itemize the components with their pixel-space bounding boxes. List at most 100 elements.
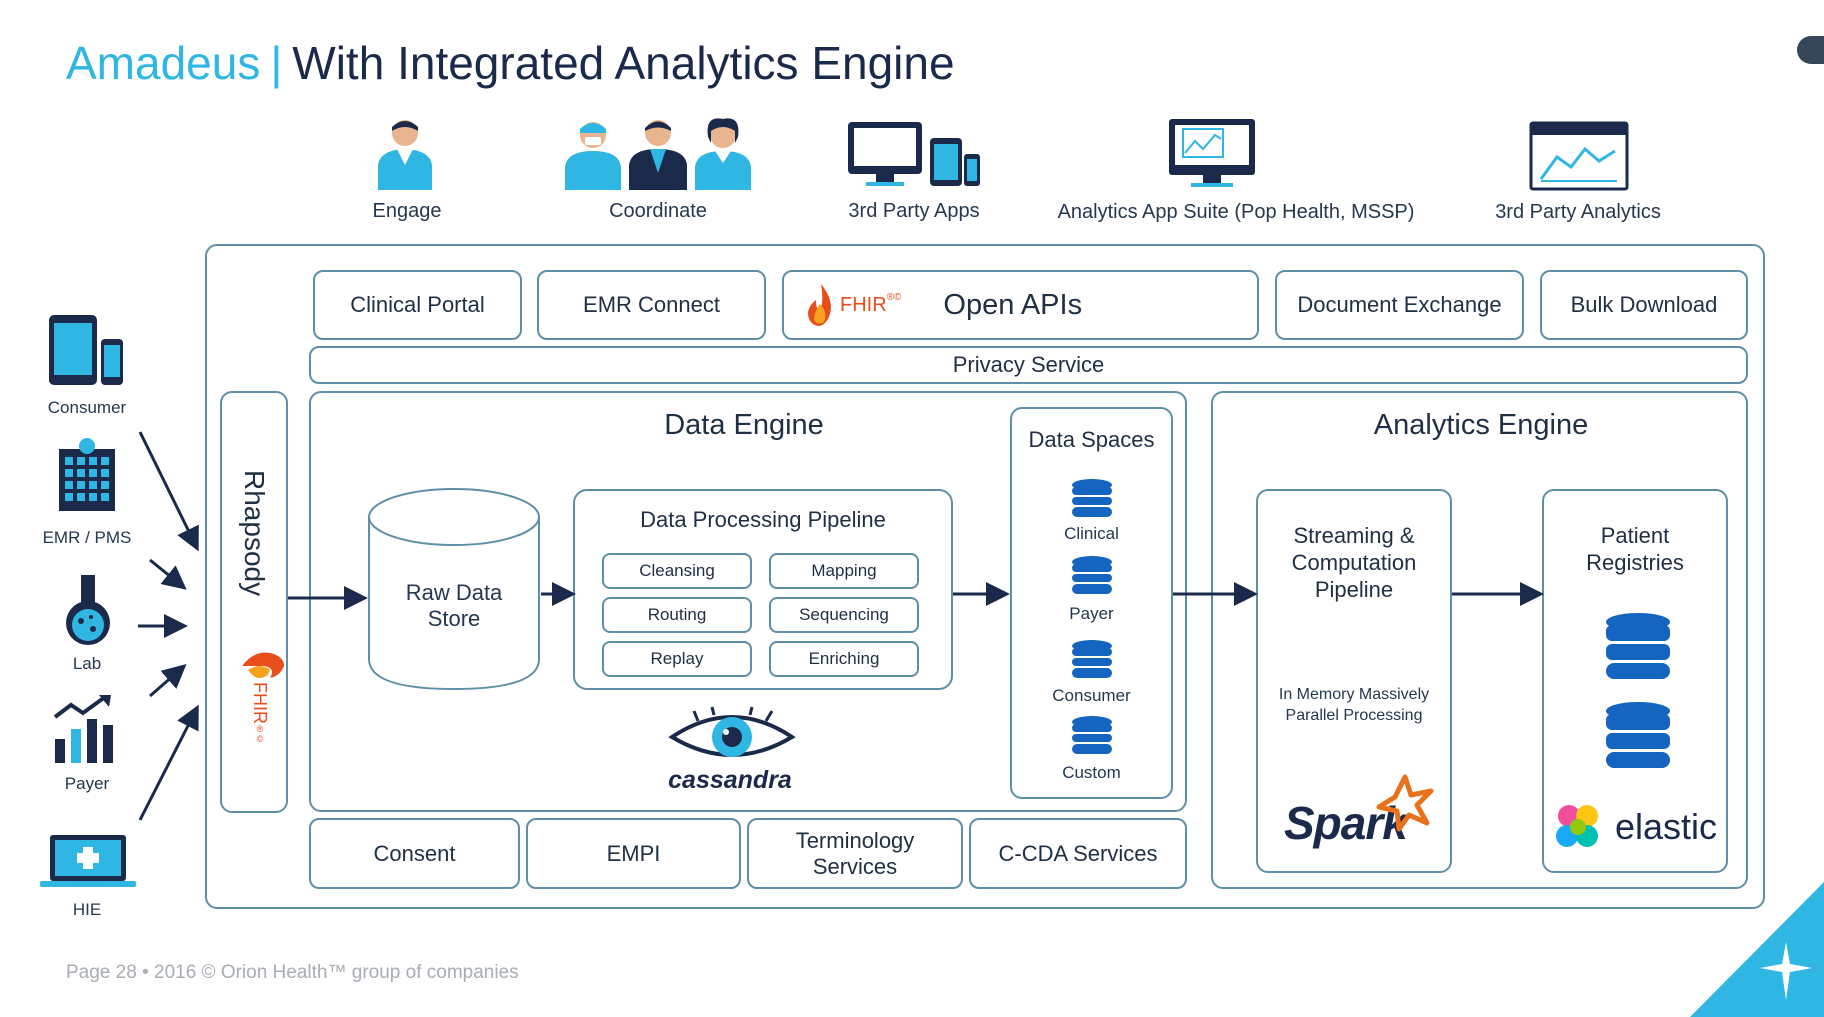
bulk-download-label: Bulk Download <box>1570 292 1718 317</box>
pipeline-step-cleansing[interactable]: Cleansing <box>602 553 752 589</box>
elastic-logo-icon <box>1556 805 1598 847</box>
terminology-services-box[interactable]: Terminology Services <box>747 818 963 889</box>
arrow-hie <box>138 704 199 821</box>
database-icon-payer <box>1072 556 1112 594</box>
flask-icon <box>66 575 110 645</box>
laptop-medical-icon <box>40 835 136 887</box>
data-spaces-frame <box>1010 407 1173 799</box>
arrow-payer <box>149 664 187 698</box>
empi-box[interactable]: EMPI <box>526 818 741 889</box>
pipeline-step-enriching[interactable]: Enriching <box>769 641 919 677</box>
monitor-chart-icon <box>1169 119 1255 187</box>
privacy-service-label: Privacy Service <box>952 352 1105 377</box>
bar-chart-icon <box>53 695 113 763</box>
patient-registries-title: Patient Registries <box>1586 523 1684 575</box>
routing-label: Routing <box>647 605 707 624</box>
mapping-label: Mapping <box>811 561 877 580</box>
devices-icon <box>848 122 980 186</box>
rhapsody-fhir-text: FHIR®© <box>240 682 270 752</box>
replay-label: Replay <box>650 649 704 668</box>
bulk-download-box[interactable]: Bulk Download <box>1540 270 1748 340</box>
mobile-devices-icon <box>49 315 123 385</box>
data-space-payer-label: Payer <box>1069 604 1114 623</box>
consent-label: Consent <box>373 840 456 866</box>
source-arrows <box>138 431 199 821</box>
raw-data-store-cylinder[interactable] <box>367 487 541 691</box>
payer-source-label: Payer <box>64 774 110 793</box>
data-spaces-title: Data Spaces <box>1028 427 1155 452</box>
streaming-pipeline-note: In Memory Massively Parallel Processing <box>1278 686 1430 724</box>
hospital-building-icon <box>59 438 115 511</box>
emr-connect-label: EMR Connect <box>583 292 720 317</box>
arrow-consumer <box>138 431 199 552</box>
open-apis-label: Open APIs <box>943 288 1083 321</box>
document-exchange-label: Document Exchange <box>1297 292 1502 317</box>
rhapsody-fhir-flame-icon <box>242 652 284 678</box>
document-exchange-box[interactable]: Document Exchange <box>1275 270 1524 340</box>
analytics-app-suite-label: Analytics App Suite (Pop Health, MSSP) <box>1057 201 1415 223</box>
browser-chart-icon <box>1529 121 1629 191</box>
consent-box[interactable]: Consent <box>309 818 520 889</box>
pipeline-step-mapping[interactable]: Mapping <box>769 553 919 589</box>
data-space-custom-label: Custom <box>1062 763 1121 782</box>
third-party-analytics-label: 3rd Party Analytics <box>1495 201 1661 223</box>
data-engine-title: Data Engine <box>664 409 824 441</box>
cleansing-label: Cleansing <box>639 561 715 580</box>
orion-star-icon <box>1690 882 1824 1017</box>
analytics-engine-title: Analytics Engine <box>1373 409 1589 441</box>
arrow-emr <box>149 558 187 590</box>
care-team-icon <box>565 118 751 190</box>
document-icon[interactable] <box>1797 36 1824 64</box>
third-party-apps-label: 3rd Party Apps <box>848 200 980 222</box>
streaming-pipeline-title: Streaming & Computation Pipeline <box>1291 523 1417 602</box>
pipeline-step-sequencing[interactable]: Sequencing <box>769 597 919 633</box>
spark-logo-text: Spark <box>1284 797 1408 849</box>
footer-text: Page 28 • 2016 © Orion Health™ group of … <box>66 962 519 983</box>
pipeline-step-replay[interactable]: Replay <box>602 641 752 677</box>
engage-label: Engage <box>372 200 442 222</box>
ccda-services-label: C-CDA Services <box>998 840 1158 866</box>
page-title: Amadeus|With Integrated Analytics Engine <box>66 36 955 90</box>
fhir-logo-text: FHIR <box>840 293 887 316</box>
data-processing-pipeline-title: Data Processing Pipeline <box>640 507 886 532</box>
raw-data-store-label: Raw Data Store <box>405 580 503 631</box>
registry-database-icon-2 <box>1606 702 1670 768</box>
empi-label: EMPI <box>606 840 661 866</box>
data-space-clinical-label: Clinical <box>1064 524 1119 543</box>
elastic-logo-text: elastic <box>1615 806 1718 847</box>
hie-source-label: HIE <box>72 900 102 919</box>
title-text: With Integrated Analytics Engine <box>292 37 955 89</box>
person-icon <box>378 120 432 190</box>
title-separator: | <box>270 37 283 89</box>
lab-source-label: Lab <box>72 654 102 673</box>
rhapsody-label: Rhapsody <box>239 470 270 597</box>
spark-star-icon <box>1376 774 1434 832</box>
terminology-services-label: Terminology Services <box>795 827 915 879</box>
database-icon-clinical <box>1072 479 1112 517</box>
enriching-label: Enriching <box>808 649 880 668</box>
emr-connect-box[interactable]: EMR Connect <box>537 270 766 340</box>
ccda-services-box[interactable]: C-CDA Services <box>969 818 1187 889</box>
clinical-portal-box[interactable]: Clinical Portal <box>313 270 522 340</box>
pipeline-step-routing[interactable]: Routing <box>602 597 752 633</box>
cassandra-eye-icon <box>668 706 796 757</box>
emr-pms-source-label: EMR / PMS <box>42 528 132 547</box>
database-icon-consumer <box>1072 640 1112 678</box>
coordinate-label: Coordinate <box>609 200 707 222</box>
privacy-service-bar[interactable]: Privacy Service <box>309 346 1748 384</box>
brand-name: Amadeus <box>66 37 261 89</box>
rhapsody-box[interactable] <box>220 391 288 813</box>
fhir-flame-icon <box>808 284 831 326</box>
rhapsody-fhir-logo: FHIR <box>250 682 270 724</box>
sequencing-label: Sequencing <box>799 605 889 624</box>
fhir-logo-mark: ®© <box>886 292 902 303</box>
clinical-portal-label: Clinical Portal <box>350 292 485 317</box>
open-apis-box[interactable]: FHIR®© Open APIs <box>782 270 1259 340</box>
data-space-consumer-label: Consumer <box>1052 686 1131 705</box>
consumer-source-label: Consumer <box>47 398 127 417</box>
database-icon-custom <box>1072 716 1112 754</box>
registry-database-icon-1 <box>1606 613 1670 679</box>
rhapsody-fhir-mark: ®© <box>255 724 265 744</box>
cassandra-logo-text: cassandra <box>668 766 792 794</box>
